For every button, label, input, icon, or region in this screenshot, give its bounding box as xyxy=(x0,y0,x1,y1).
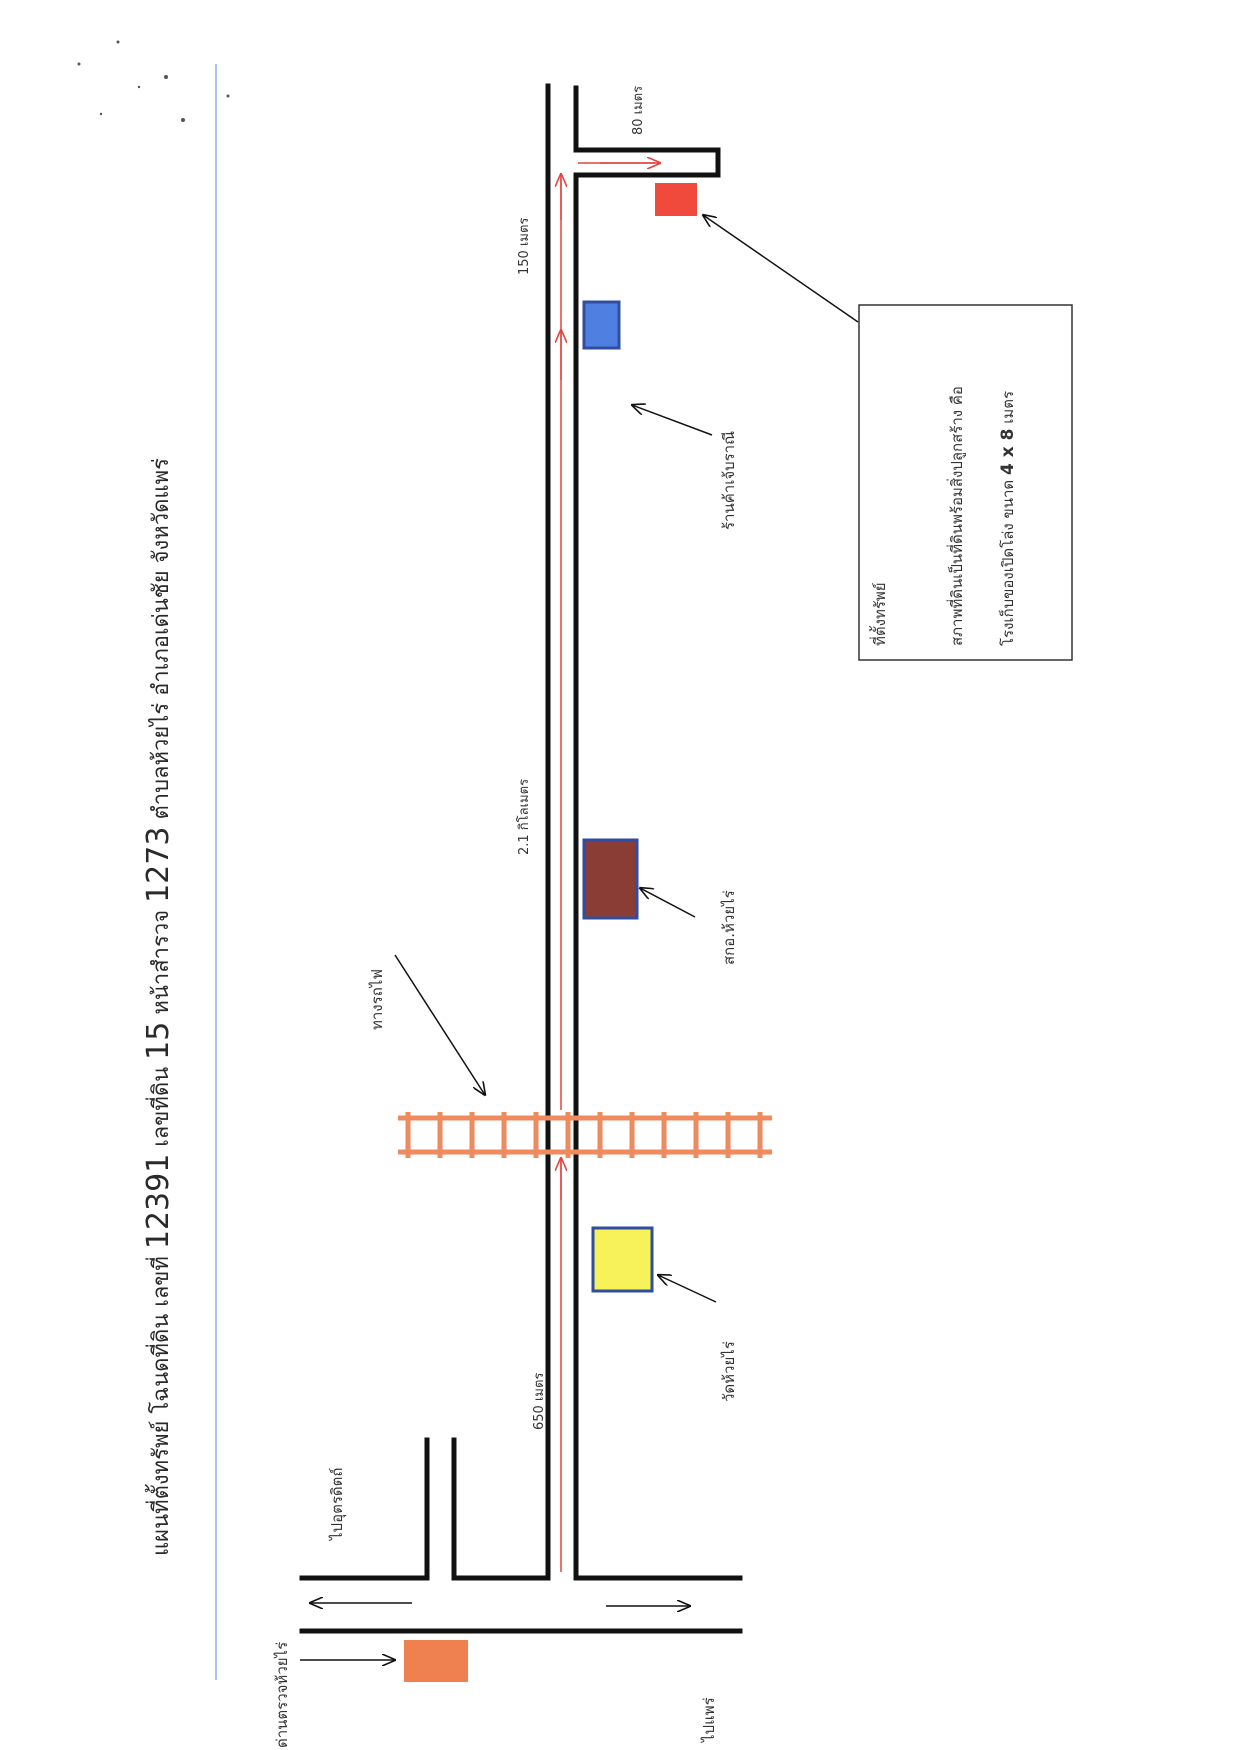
railway-label: ทางรถไฟ xyxy=(368,969,386,1030)
legend-line-1: สภาพที่ดินเป็นที่ดินพร้อมสิ่งปลูกสร้าง ค… xyxy=(948,386,966,646)
route-line xyxy=(561,163,660,1572)
page-title: แผนที่ตั้งทรัพย์ โฉนดที่ดิน เลขที่ 12391… xyxy=(141,458,176,1556)
to-uttaradit-label: ไปอุตรดิตถ์ xyxy=(328,1467,346,1540)
legend-box xyxy=(858,304,1073,661)
cross-road xyxy=(299,1437,743,1634)
shop-marker xyxy=(582,300,621,350)
railway xyxy=(398,1112,772,1158)
legend-heading: ที่ตั้งทรัพย์ xyxy=(871,582,889,646)
shop-label: ร้านค้าเจ้บราณี xyxy=(720,430,738,530)
pointer-arrows xyxy=(394,215,859,1303)
distance-80m: 80 เมตร xyxy=(631,85,646,135)
property-marker xyxy=(655,183,697,216)
title-location: ตำบลห้วยไร่ อำเภอเด่นชัย จังหวัดแพร่ xyxy=(149,458,174,820)
survey-page-number: 1273 xyxy=(141,826,176,903)
main-road xyxy=(545,83,721,1581)
land-number-label: เลขที่ดิน xyxy=(149,1066,174,1147)
to-phrae-label: ไปแพร่ xyxy=(700,1697,718,1742)
legend-unit: เมตร xyxy=(999,390,1017,424)
wat-marker xyxy=(591,1226,654,1293)
deed-number: 12391 xyxy=(141,1153,176,1250)
distance-650m: 650 เมตร xyxy=(532,1372,547,1430)
coop-label: สกอ.ห้วยไร่ xyxy=(720,890,738,965)
checkpoint-label: ด่านตรวจห้วยไร่ xyxy=(273,1641,291,1748)
distance-2-1km: 2.1 กิโลเมตร xyxy=(517,778,532,855)
survey-page-label: หน้าสำรวจ xyxy=(149,909,174,1015)
distance-150m: 150 เมตร xyxy=(517,217,532,275)
land-number: 15 xyxy=(141,1021,176,1060)
wat-label: วัดห้วยไร่ xyxy=(720,1341,738,1402)
direction-arrows xyxy=(300,1603,690,1660)
legend-structure-text: โรงเก็บของเปิดโล่ง ขนาด xyxy=(999,479,1017,646)
title-prefix: แผนที่ตั้งทรัพย์ โฉนดที่ดิน เลขที่ xyxy=(149,1256,174,1556)
legend-line-2: โรงเก็บของเปิดโล่ง ขนาด 4 x 8 เมตร xyxy=(998,390,1018,646)
legend-size: 4 x 8 xyxy=(998,428,1018,476)
checkpoint-marker xyxy=(404,1640,468,1682)
scan-specks xyxy=(77,40,230,122)
coop-marker xyxy=(582,838,639,920)
